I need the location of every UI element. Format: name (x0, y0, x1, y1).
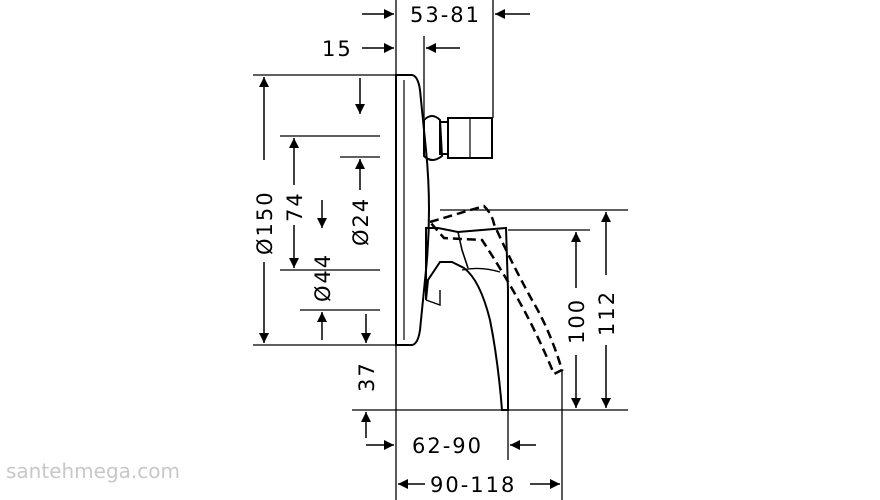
dim-lower-offset: 37 (355, 361, 379, 392)
watermark: santehmega.com (6, 459, 180, 483)
dim-lever-height: 100 (565, 298, 589, 344)
dim-upper-offset: 74 (283, 191, 307, 222)
mixer-lever (425, 226, 509, 411)
dim-inner-diameter: Ø44 (311, 253, 335, 302)
dim-plate-thickness: 15 (322, 37, 353, 61)
lever-alt-position (427, 204, 564, 376)
escutcheon-plate (395, 74, 430, 346)
dim-total-height: 112 (595, 290, 619, 336)
extension-lines (253, 0, 628, 500)
dim-bore-diameter: Ø24 (349, 197, 373, 246)
dim-depth-total: 90-118 (430, 473, 516, 497)
dim-depth-inner: 62-90 (412, 434, 483, 458)
dim-plate-diameter: Ø150 (253, 190, 277, 255)
dimension-lines (259, 9, 611, 489)
diverter-connector (423, 115, 493, 161)
dim-top-span: 53-81 (410, 3, 481, 27)
